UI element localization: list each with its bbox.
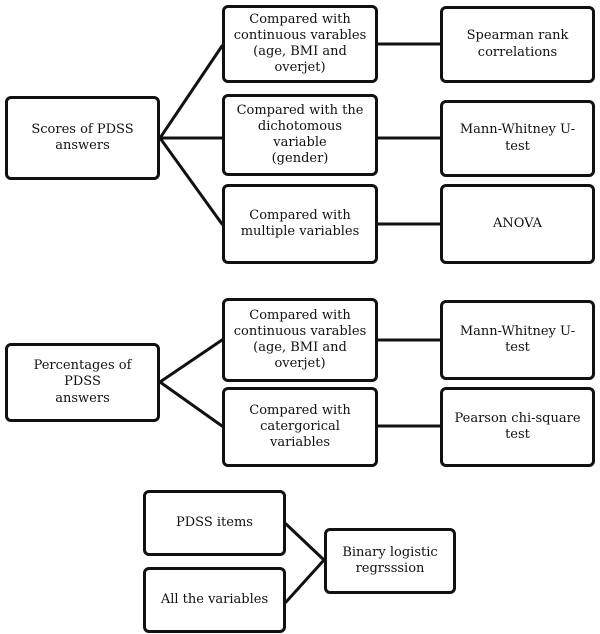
s2-middle-box-categorical: Compared with catergorical variables	[222, 387, 378, 467]
s1-middle-box-continuous: Compared with continuous varables (age, …	[222, 5, 378, 83]
s1-middle-label-multiple: Compared with multiple variables	[240, 207, 360, 239]
s2-test-box-pearson: Pearson chi-square test	[440, 387, 595, 467]
s3-input-box-pdss-items: PDSS items	[143, 490, 286, 556]
s1-middle-box-dichotomous: Compared with the dichotomous variable (…	[222, 94, 378, 176]
s1-test-box-anova: ANOVA	[440, 184, 595, 264]
connector-s1-root-to-m3	[158, 136, 224, 226]
s1-test-box-spearman: Spearman rank correlations	[440, 6, 595, 83]
s2-root-label: Percentages of PDSS answers	[33, 358, 132, 406]
s2-test-box-mann-whitney: Mann-Whitney U-test	[440, 300, 595, 380]
s2-middle-label-categorical: Compared with catergorical variables	[249, 402, 351, 451]
s1-test-label-mann-whitney: Mann-Whitney U-test	[459, 122, 576, 154]
s2-test-label-mann-whitney: Mann-Whitney U-test	[459, 323, 576, 355]
s1-middle-label-continuous: Compared with continuous varables (age, …	[233, 11, 367, 76]
s1-root-box: Scores of PDSS answers	[5, 96, 160, 180]
s3-input-label-pdss-items: PDSS items	[176, 514, 253, 530]
s3-input-box-all-variables: All the variables	[143, 567, 286, 633]
s1-test-label-anova: ANOVA	[492, 215, 543, 231]
s1-test-box-mann-whitney: Mann-Whitney U-test	[440, 100, 595, 177]
s3-input-label-all-variables: All the variables	[160, 591, 269, 607]
connector-s1-root-to-m1	[158, 44, 224, 140]
s2-middle-label-continuous: Compared with continuous varables (age, …	[233, 307, 367, 372]
s1-middle-box-multiple: Compared with multiple variables	[222, 184, 378, 264]
s2-root-box: Percentages of PDSS answers	[5, 343, 160, 422]
s1-root-label: Scores of PDSS answers	[31, 121, 134, 153]
connector-s2-root-to-m1	[158, 338, 224, 384]
connector-s3-input2-to-result	[284, 558, 326, 604]
connector-s3-input1-to-result	[284, 522, 326, 562]
s3-result-box-logistic: Binary logistic regrsssion	[324, 528, 456, 594]
s3-result-label-logistic: Binary logistic regrsssion	[342, 544, 438, 576]
s1-middle-label-dichotomous: Compared with the dichotomous variable (…	[236, 102, 364, 167]
s1-test-label-spearman: Spearman rank correlations	[466, 28, 569, 60]
connector-s2-root-to-m2	[158, 380, 224, 428]
s2-middle-box-continuous: Compared with continuous varables (age, …	[222, 298, 378, 382]
s2-test-label-pearson: Pearson chi-square test	[454, 410, 581, 442]
